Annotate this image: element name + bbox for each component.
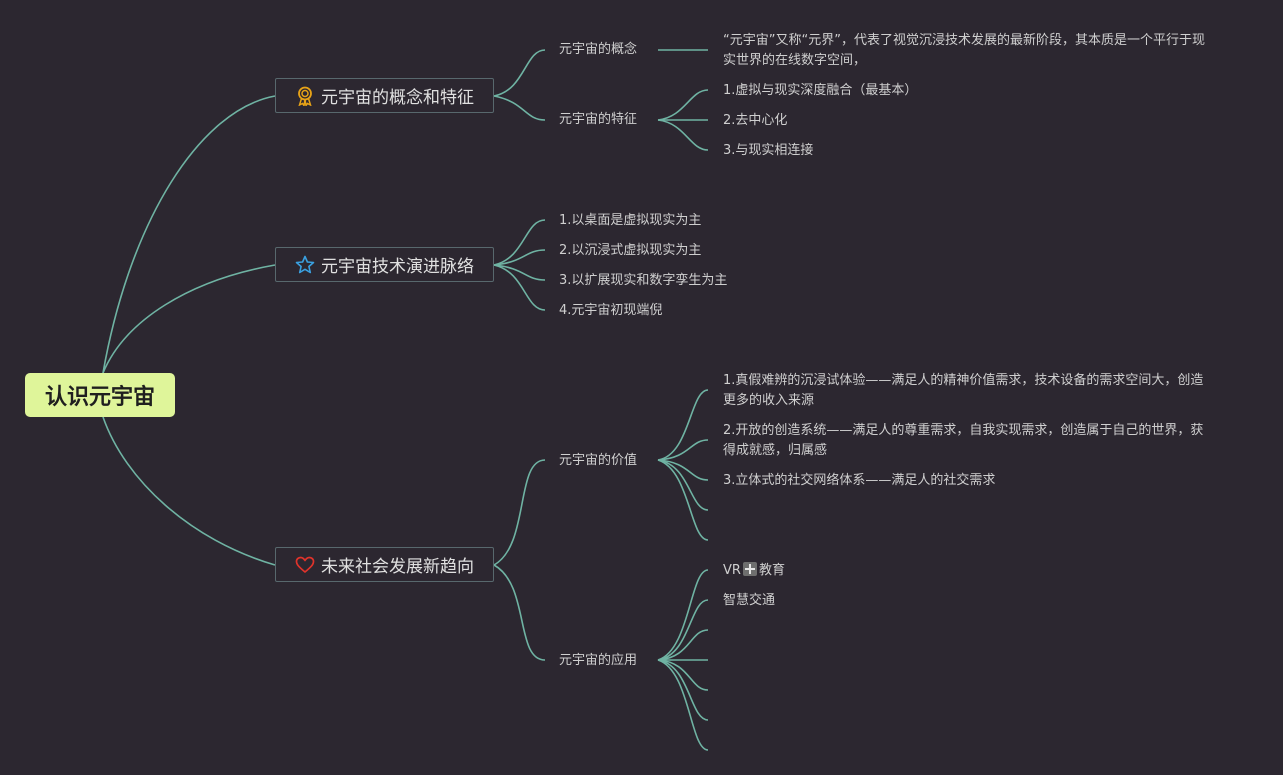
connector-b1-l0 <box>493 219 546 266</box>
leaf-value-2[interactable]: 2.开放的创造系统——满足人的尊重需求，自我实现需求，创造属于自己的世界，获得成… <box>723 423 1204 458</box>
leaf-app-smart-traffic[interactable]: 智慧交通 <box>723 593 776 608</box>
subtopic-concept[interactable]: 元宇宙的概念 <box>559 42 638 57</box>
connector-root-b2 <box>102 416 276 566</box>
connector-b2-s0-l0 <box>657 389 709 461</box>
star-icon <box>295 255 315 275</box>
branch-concept-and-features[interactable]: 元宇宙的概念和特征 <box>275 78 494 113</box>
connector-b2-s0 <box>493 459 546 566</box>
branch-tech-evolution[interactable]: 元宇宙技术演进脉络 <box>275 247 494 282</box>
root-topic-label: 认识元宇宙 <box>44 385 155 410</box>
leaf-feature-1[interactable]: 1.虚拟与现实深度融合（最基本） <box>723 83 918 98</box>
leaf-app-vr-education[interactable]: VR 教育 <box>723 561 785 581</box>
plus-icon <box>742 562 757 576</box>
subtopic-application[interactable]: 元宇宙的应用 <box>559 653 638 668</box>
connector-b0-s1-l2 <box>657 119 709 151</box>
leaf-evolution-4[interactable]: 4.元宇宙初现端倪 <box>559 303 663 318</box>
leaf-value-1[interactable]: 1.真假难辨的沉浸试体验——满足人的精神价值需求，技术设备的需求空间大，创造更多… <box>723 373 1204 408</box>
connector-b2-s0-l4 <box>657 459 709 541</box>
leaf-concept-definition[interactable]: “元宇宙”又称“元界”，代表了视觉沉浸技术发展的最新阶段，其本质是一个平行于现实… <box>723 33 1205 68</box>
connector-b2-s1-l1 <box>657 599 709 661</box>
subtopic-features[interactable]: 元宇宙的特征 <box>559 112 638 127</box>
leaf-feature-3[interactable]: 3.与现实相连接 <box>723 143 814 158</box>
branch-future-trends[interactable]: 未来社会发展新趋向 <box>275 547 494 582</box>
connector-root-b0 <box>102 95 276 374</box>
connector-b2-s1-l6 <box>657 659 709 751</box>
connector-b2-s1-l2 <box>657 629 709 661</box>
leaf-evolution-2[interactable]: 2.以沉浸式虚拟现实为主 <box>559 243 702 258</box>
connector-b2-s1-l5 <box>657 659 709 721</box>
root-topic[interactable]: 认识元宇宙 <box>25 373 175 417</box>
connector-b0-s1-l0 <box>657 89 709 121</box>
branch-label: 元宇宙技术演进脉络 <box>321 257 474 277</box>
connector-b1-l3 <box>493 264 546 311</box>
connector-root-b1 <box>102 264 276 374</box>
leaf-app-vr-label: VR <box>723 563 741 578</box>
connector-b2-s1-l0 <box>657 569 709 661</box>
connector-b0-s0 <box>493 49 546 97</box>
leaf-value-3[interactable]: 3.立体式的社交网络体系——满足人的社交需求 <box>723 473 996 488</box>
connector-b2-s0-l3 <box>657 459 709 511</box>
leaf-app-education-label: 教育 <box>758 563 785 578</box>
connector-b2-s0-l2 <box>657 459 709 481</box>
leaf-evolution-1[interactable]: 1.以桌面是虚拟现实为主 <box>559 213 702 228</box>
leaf-feature-2[interactable]: 2.去中心化 <box>723 113 788 128</box>
connector-b2-s1 <box>493 564 546 661</box>
connector-b1-l2 <box>493 264 546 281</box>
connector-b2-s1-l4 <box>657 659 709 691</box>
heart-icon <box>295 555 315 575</box>
connector-b2-s0-l1 <box>657 439 709 461</box>
leaf-evolution-3[interactable]: 3.以扩展现实和数字孪生为主 <box>559 273 728 288</box>
connector-b1-l1 <box>493 249 546 266</box>
branch-label: 未来社会发展新趋向 <box>321 557 474 577</box>
award-ribbon-icon <box>295 86 315 106</box>
subtopic-value[interactable]: 元宇宙的价值 <box>559 453 638 468</box>
connector-b0-s1 <box>493 95 546 121</box>
branch-label: 元宇宙的概念和特征 <box>321 88 474 108</box>
